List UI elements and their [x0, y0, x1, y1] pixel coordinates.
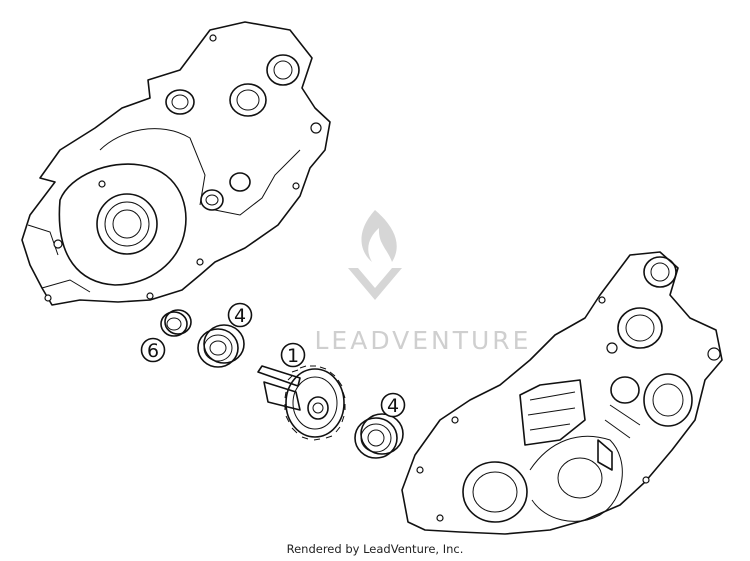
callout-label: 4: [234, 305, 246, 327]
callout-label: 4: [387, 395, 399, 417]
leadventure-flame-logo-icon: [348, 210, 402, 300]
callout-label: 6: [147, 340, 159, 362]
watermark-text: LEADVENTURE: [315, 326, 532, 355]
gear-shaft: [257, 365, 346, 441]
bearing-upper: [197, 324, 245, 368]
crankcase-half-right: [401, 251, 723, 535]
watermark: LEADVENTURE: [315, 210, 532, 355]
callout-4-upper[interactable]: 4: [227, 302, 253, 328]
bearing-small: [160, 309, 192, 337]
footer-credit: Rendered by LeadVenture, Inc.: [286, 542, 464, 556]
crankcase-half-left: [21, 21, 331, 306]
callout-1[interactable]: 1: [280, 342, 306, 368]
callout-6[interactable]: 6: [140, 337, 166, 363]
bearing-lower: [354, 413, 404, 459]
callout-label: 1: [287, 345, 299, 367]
callout-4-lower[interactable]: 4: [380, 392, 406, 418]
